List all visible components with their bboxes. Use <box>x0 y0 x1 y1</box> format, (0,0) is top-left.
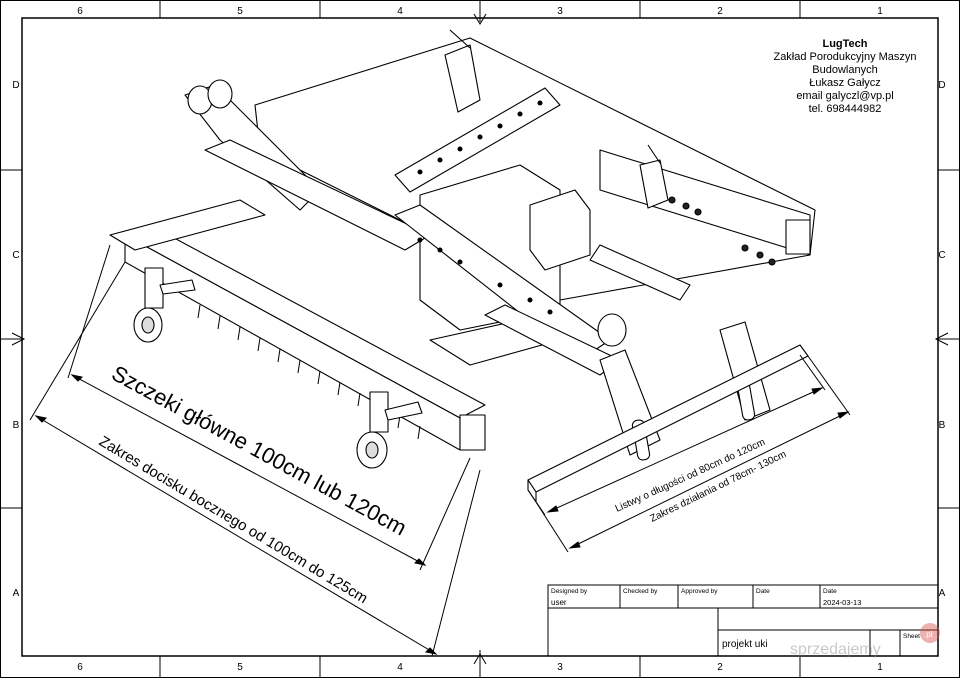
zone-col-bottom-1: 1 <box>877 662 883 673</box>
mount-plate <box>529 189 591 271</box>
cylinder-top <box>444 44 481 113</box>
zone-row-right-c: C <box>938 250 945 261</box>
date-label-2: Date <box>823 588 837 595</box>
company-header: LugTech Zakład Porodukcyjny Maszyn Budow… <box>760 38 930 116</box>
date-label-1: Date <box>756 588 770 595</box>
zone-col-top-4: 4 <box>397 6 403 17</box>
zone-row-left-b: B <box>13 420 20 431</box>
right-bolts <box>668 196 776 266</box>
designed-by-label: Designed by <box>551 588 588 595</box>
perforated-plate-right <box>589 244 691 301</box>
company-email: email galyczl@vp.pl <box>796 90 894 102</box>
checked-by-label: Checked by <box>623 588 658 595</box>
dimension-lines <box>29 244 851 657</box>
caster-left <box>133 267 196 343</box>
dim-side-range-label: Zakres docisku bocznego od 100cm do 125c… <box>96 433 371 607</box>
watermark-text: sprzedajemy <box>790 641 881 658</box>
cylinder-right <box>639 159 669 209</box>
date-value: 2024-03-13 <box>823 598 861 607</box>
watermark-badge-text: .pl <box>924 630 933 639</box>
title-block <box>547 584 939 657</box>
company-line-2: Budowlanych <box>812 64 878 76</box>
watermark: sprzedajemy .pl <box>790 623 940 658</box>
zone-row-right-a: A <box>939 588 946 599</box>
company-name: LugTech <box>822 38 868 50</box>
zone-col-bottom-6: 6 <box>77 662 83 673</box>
left-back-beam <box>109 199 266 251</box>
zone-col-top-1: 1 <box>877 6 883 17</box>
sheet-label: Sheet <box>903 633 920 640</box>
plate-holes <box>417 100 553 315</box>
zone-col-top-2: 2 <box>717 6 723 17</box>
company-line-1: Zakład Porodukcyjny Maszyn <box>773 51 917 63</box>
zone-col-bottom-3: 3 <box>557 662 563 673</box>
zone-row-left-d: D <box>12 80 19 91</box>
company-person: Łukasz Gałycz <box>809 77 881 89</box>
zone-col-bottom-2: 2 <box>717 662 723 673</box>
project-name: projekt uki <box>722 639 768 650</box>
slat-bar <box>527 344 809 493</box>
zone-col-top-6: 6 <box>77 6 83 17</box>
caster-right <box>356 391 423 469</box>
company-phone: tel. 698444982 <box>808 103 882 115</box>
main-jaw-beam-end <box>459 414 486 451</box>
zone-row-right-b: B <box>939 420 946 431</box>
zone-col-top-3: 3 <box>557 6 563 17</box>
zone-row-left-a: A <box>13 588 20 599</box>
zone-row-right-d: D <box>938 80 945 91</box>
zone-col-bottom-4: 4 <box>397 662 403 673</box>
approved-by-label: Approved by <box>681 588 718 595</box>
designed-by-value: user <box>551 598 567 607</box>
zone-col-bottom-5: 5 <box>237 662 243 673</box>
zone-col-top-5: 5 <box>237 6 243 17</box>
machine-drawing <box>109 29 816 503</box>
right-crossbar-end <box>785 219 811 255</box>
watermark-badge <box>920 623 940 643</box>
zone-row-left-c: C <box>12 250 19 261</box>
